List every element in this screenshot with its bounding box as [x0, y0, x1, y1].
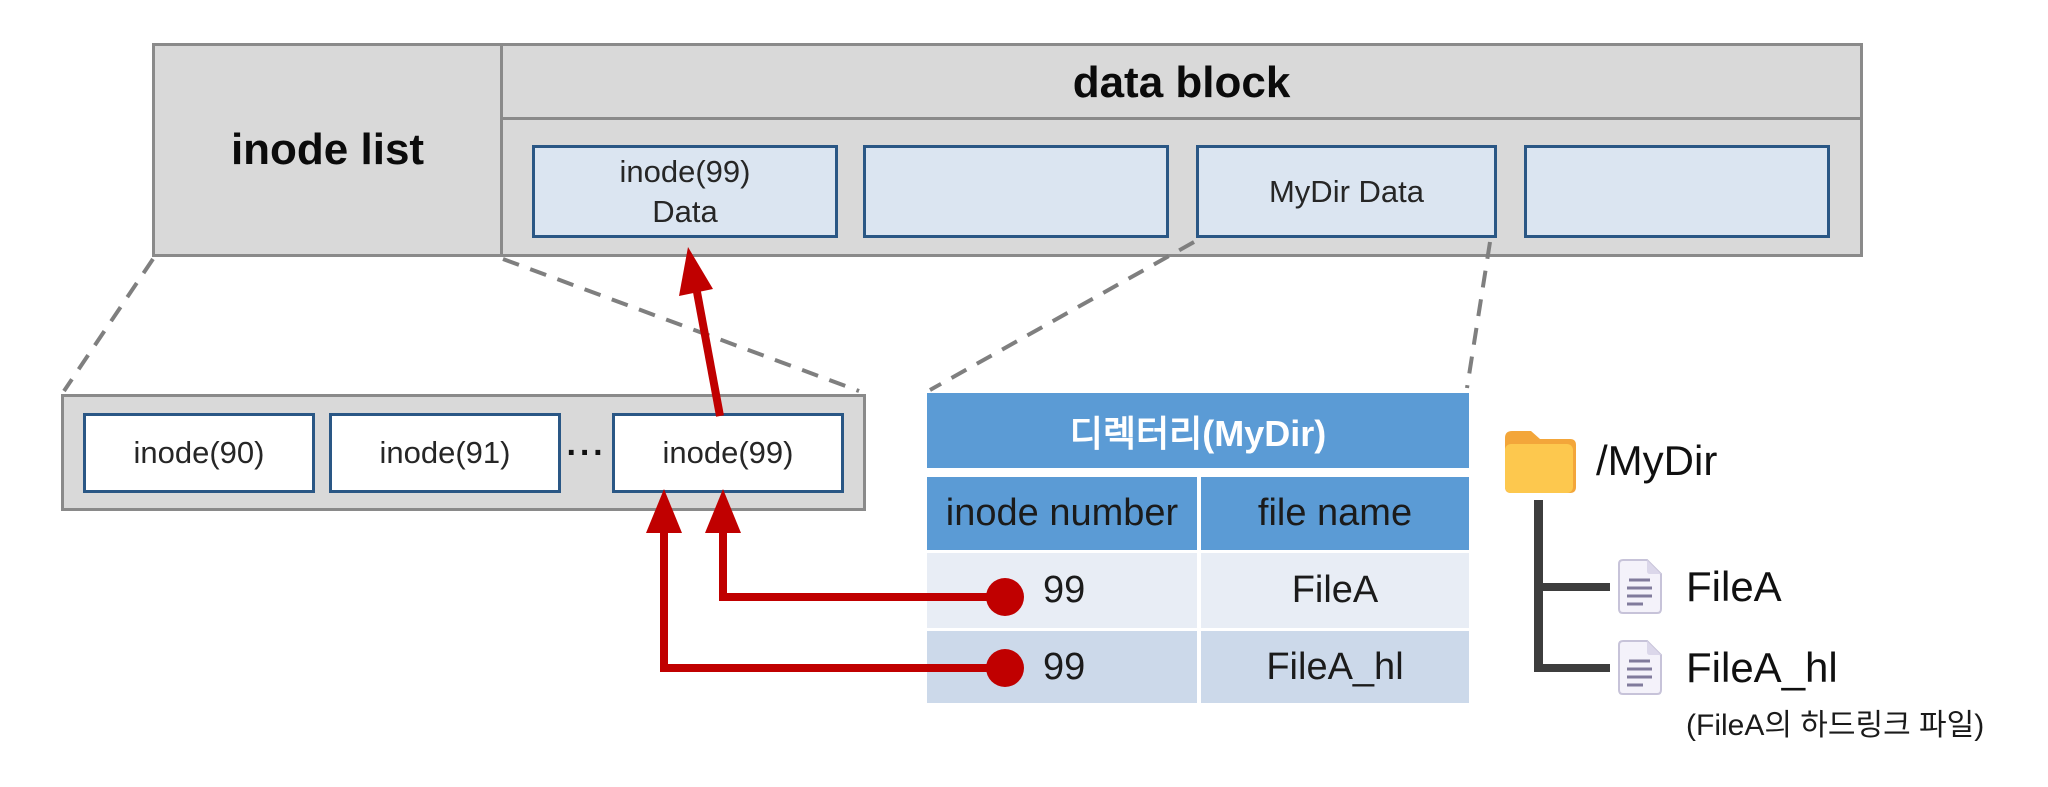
dashed-connector-inodelist-left	[62, 257, 155, 393]
data-block-title: data block	[1072, 58, 1291, 107]
dashed-connector-mydir-right	[1465, 241, 1492, 389]
tree-file-label-filea-hl: FileA_hl	[1686, 643, 1838, 691]
column-header-file-name: file name	[1201, 477, 1469, 550]
data-block-box-label-line1: inode(99)	[619, 153, 751, 189]
folder-icon	[1502, 426, 1576, 495]
cell-row2-inode-number: 99	[927, 631, 1197, 703]
data-block-box-inode99-data: inode(99) Data	[532, 145, 838, 238]
column-header-inode-number: inode number	[927, 477, 1197, 550]
dashed-connector-inodelist-right	[502, 257, 860, 393]
cell-row1-file-name: FileA	[1201, 553, 1469, 628]
tree-branch-filea	[1534, 583, 1610, 591]
inode-list-title: inode list	[230, 125, 425, 174]
file-icon-filea	[1618, 559, 1662, 614]
data-block-box-label-line2: Data	[652, 193, 718, 229]
dashed-connector-mydir-left	[929, 240, 1195, 392]
cell-row2-file-name: FileA_hl	[1201, 631, 1469, 703]
data-block-box-empty-2	[1524, 145, 1830, 238]
hardlink-note: (FileA의 하드링크 파일)	[1686, 709, 1985, 742]
data-block-box-mydir-data: MyDir Data	[1196, 145, 1497, 238]
inode-ellipsis: ···	[566, 433, 607, 472]
tree-branch-filea-hl	[1534, 664, 1610, 672]
inode-datablock-divider	[500, 46, 503, 254]
file-icon-filea-hl	[1618, 640, 1662, 695]
directory-table-title: 디렉터리(MyDir)	[927, 393, 1469, 468]
datablock-header-underline	[503, 117, 1860, 120]
tree-file-label-filea: FileA	[1686, 562, 1782, 610]
inode-box-91: inode(91)	[329, 413, 561, 493]
cell-row1-inode-number: 99	[927, 553, 1197, 628]
inode-box-90: inode(90)	[83, 413, 315, 493]
directory-table: 디렉터리(MyDir) inode number file name 99 Fi…	[927, 393, 1469, 703]
tree-root-label: /MyDir	[1596, 436, 1718, 484]
data-block-box-empty-1	[863, 145, 1169, 238]
inode-box-99: inode(99)	[612, 413, 844, 493]
